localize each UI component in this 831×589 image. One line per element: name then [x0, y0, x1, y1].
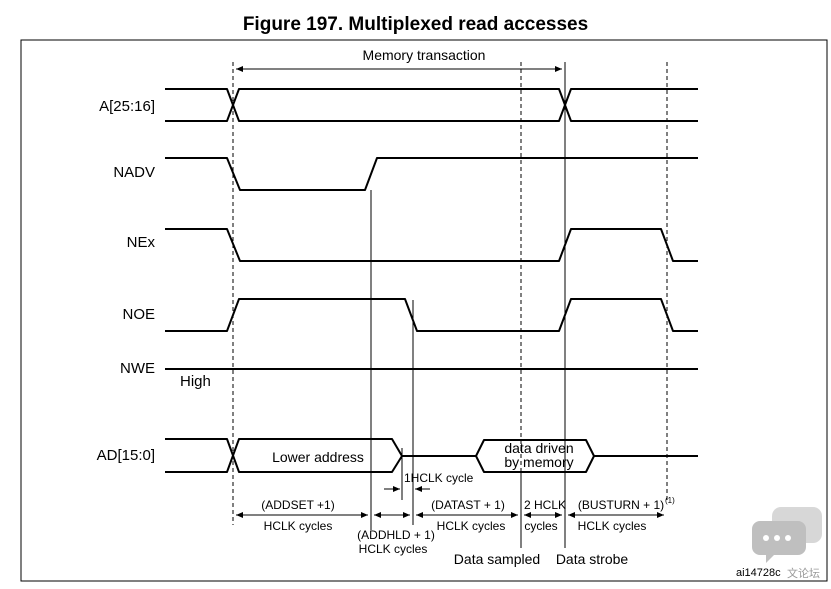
busturn-label-1: (BUSTURN + 1) [578, 498, 664, 512]
signal-label-ad: AD[15:0] [97, 447, 155, 464]
signal-label-nadv: NADV [113, 164, 155, 181]
lower-address-label: Lower address [272, 449, 364, 465]
data-sampled-label: Data sampled [454, 551, 540, 567]
addset-label-2: HCLK cycles [264, 519, 333, 533]
signal-label-nex: NEx [127, 234, 156, 251]
figure-frame [20, 39, 828, 582]
datast-label-1: (DATAST + 1) [431, 498, 505, 512]
waveform-noe [165, 298, 698, 332]
memory-transaction-label: Memory transaction [363, 47, 486, 63]
addhld-label-1: (ADDHLD + 1) [357, 528, 435, 542]
watermark-text: 文论坛 [787, 566, 820, 580]
hclk2-label-1: 2 HCLK [524, 498, 566, 512]
figure-id: ai14728c [736, 567, 781, 579]
signal-label-a: A[25:16] [99, 98, 155, 115]
data-driven-label-line1: data driven [504, 440, 573, 456]
hclk2-label-2: cycles [524, 519, 557, 533]
nwe-state-label: High [180, 373, 211, 390]
waveform-nadv [165, 157, 698, 191]
reference-lines [232, 62, 668, 525]
one-hclk-label: 1HCLK cycle [404, 471, 474, 485]
data-strobe-label: Data strobe [556, 551, 629, 567]
figure-title: Figure 197. Multiplexed read accesses [242, 14, 589, 35]
data-driven-label-line2: by memory [504, 454, 573, 470]
busturn-label-2: HCLK cycles [578, 519, 647, 533]
waveform-a [165, 88, 698, 122]
waveform-nex [165, 228, 698, 262]
busturn-footnote: (1) [665, 496, 675, 505]
forum-watermark-icon [752, 507, 822, 563]
waveform-ad [165, 438, 698, 473]
signal-label-nwe: NWE [120, 360, 155, 377]
signal-label-noe: NOE [122, 306, 155, 323]
addhld-label-2: HCLK cycles [359, 542, 428, 556]
edge-lines [370, 62, 566, 548]
datast-label-2: HCLK cycles [437, 519, 506, 533]
addset-label-1: (ADDSET +1) [261, 498, 334, 512]
